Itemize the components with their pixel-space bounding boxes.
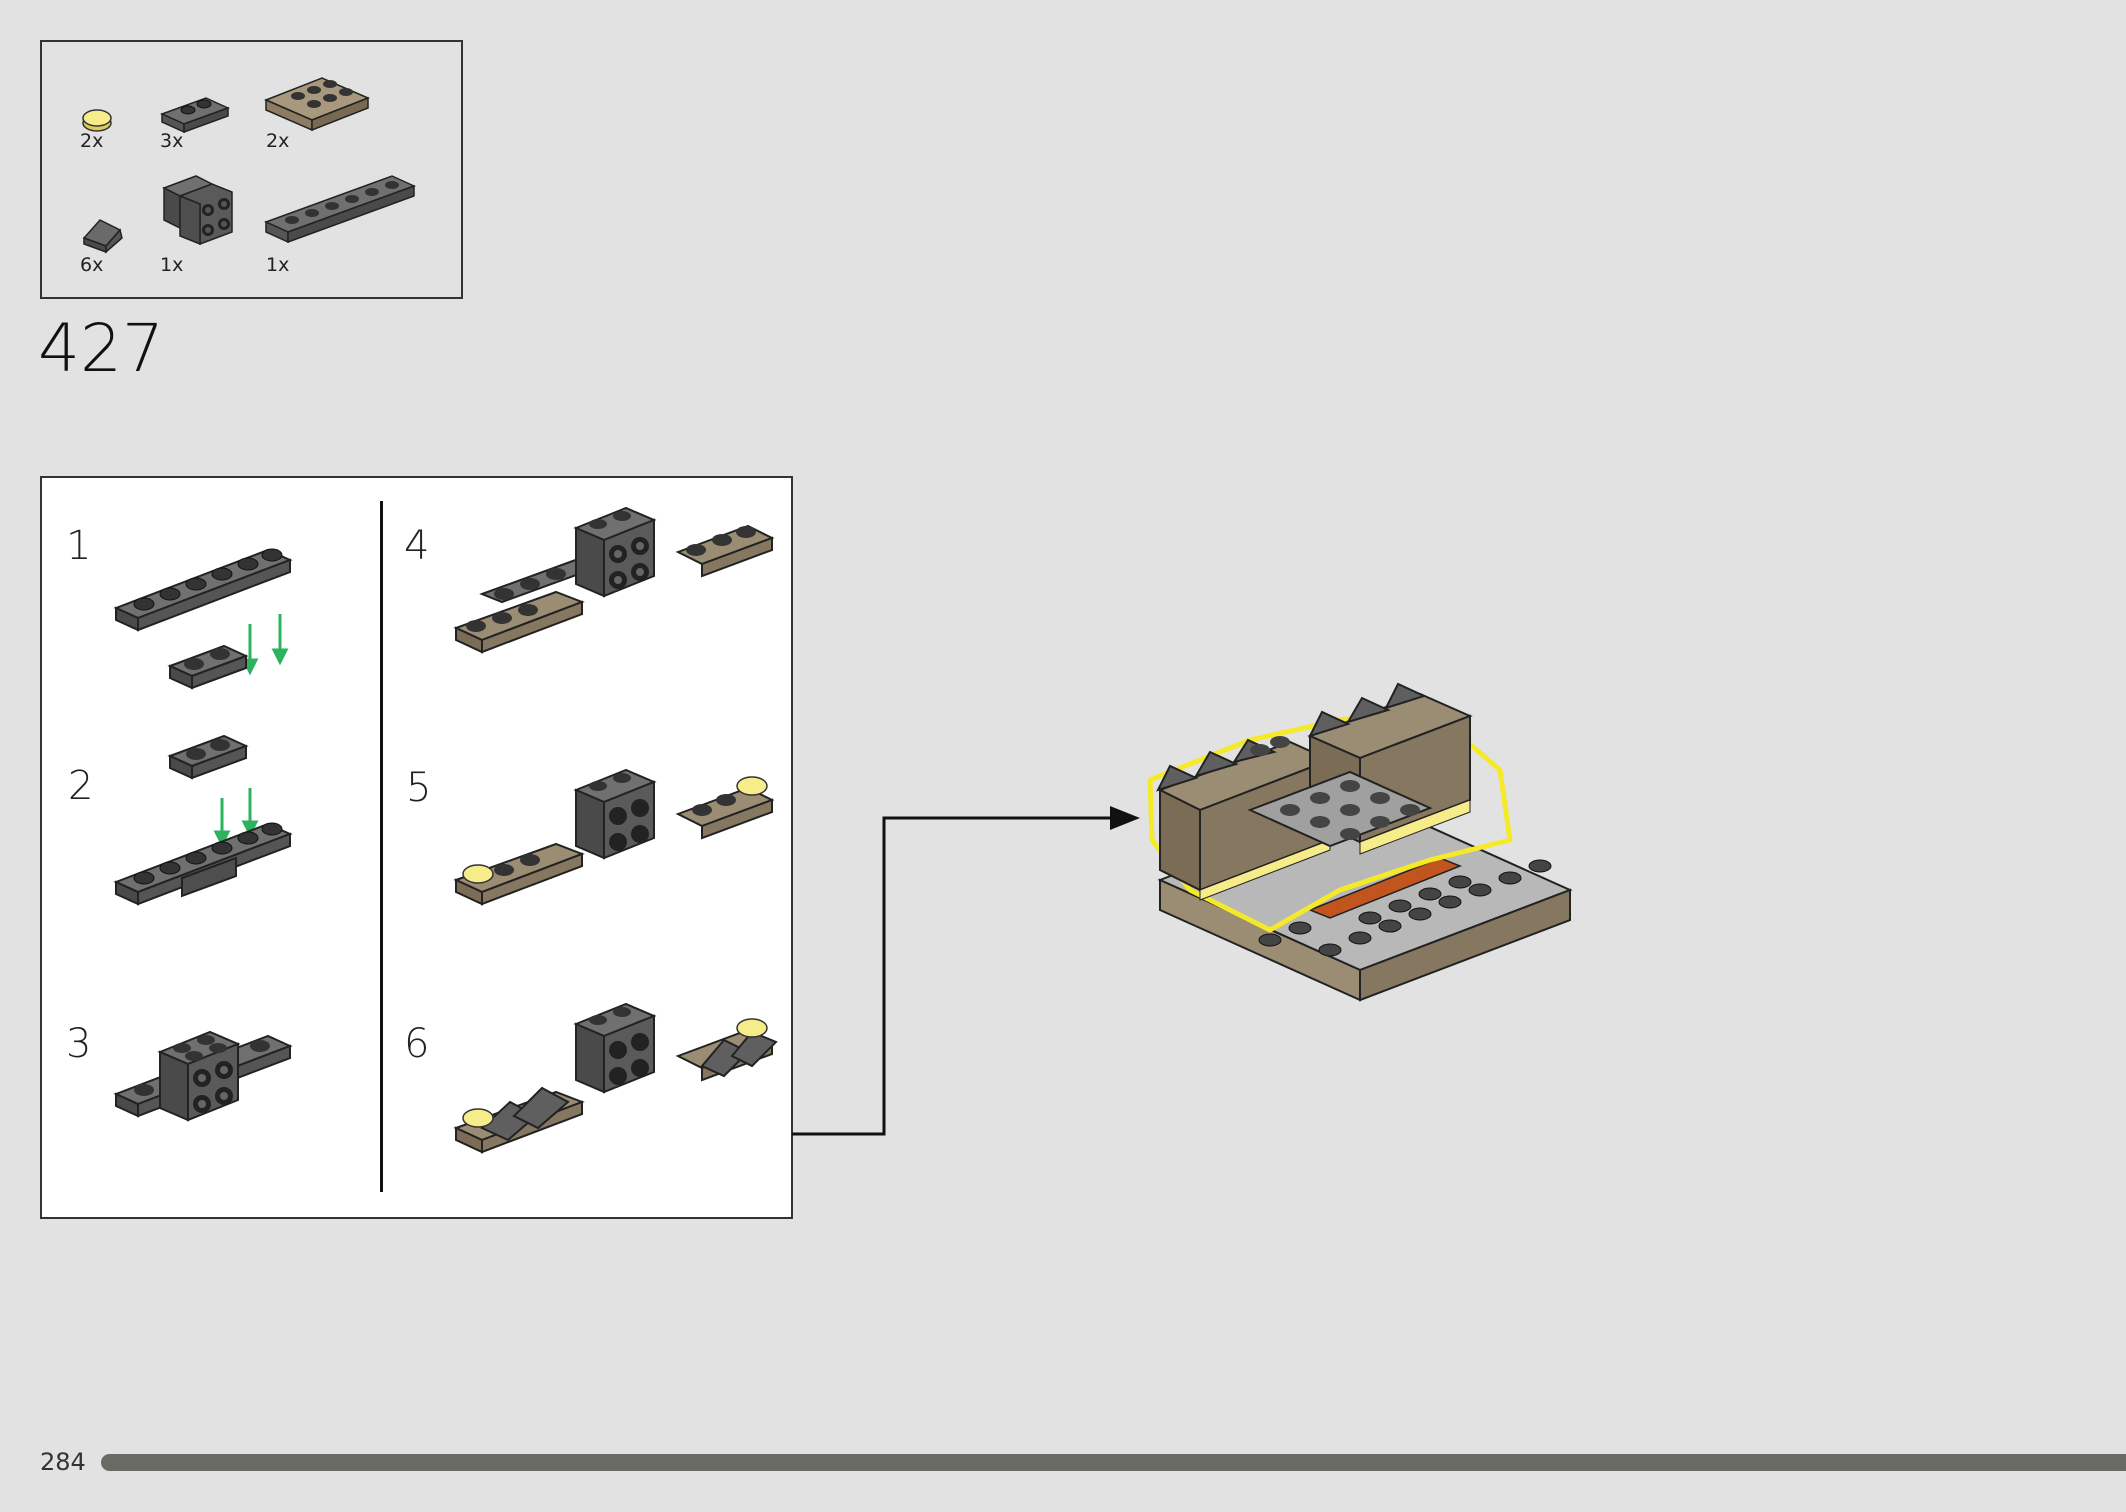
substep-number: 6 — [404, 1021, 430, 1067]
step-number: 427 — [38, 310, 164, 387]
part-count: 6x — [80, 254, 104, 276]
part-count: 1x — [160, 254, 184, 276]
substep-6-illustration — [453, 1002, 778, 1154]
connector-arrow-icon — [792, 806, 1140, 1136]
substep-number: 1 — [66, 523, 92, 569]
part-count: 3x — [160, 130, 184, 152]
main-model-illustration — [1147, 682, 1573, 1002]
bracket-2x2-dark-gray-icon — [162, 175, 233, 246]
parts-list-box: 2x 3x 2x 6x 1x — [40, 40, 463, 299]
plate-1x2-dark-gray-icon — [160, 97, 230, 134]
substep-number: 5 — [406, 765, 432, 811]
plate-2x3-tan-icon — [264, 77, 370, 132]
substep-1-illustration — [113, 548, 293, 690]
page-progress-bar — [101, 1454, 2126, 1471]
substep-2-illustration — [113, 734, 293, 906]
round-tile-yellow-icon — [82, 109, 112, 132]
sub-assembly-panel: 1 2 3 4 5 6 — [40, 476, 793, 1219]
green-arrow-icon — [241, 614, 289, 676]
green-arrow-icon — [213, 788, 259, 848]
substep-5-illustration — [453, 768, 775, 906]
part-count: 2x — [80, 130, 104, 152]
slope-icon — [480, 1030, 778, 1142]
substep-4-illustration — [453, 506, 775, 654]
substep-number: 3 — [66, 1021, 92, 1067]
panel-divider — [380, 501, 383, 1192]
slope-dark-gray-icon — [82, 219, 123, 254]
plate-1x6-dark-gray-icon — [264, 175, 416, 244]
substep-number: 4 — [404, 523, 430, 569]
substep-number: 2 — [68, 763, 94, 809]
substep-3-illustration — [113, 1030, 293, 1122]
part-count: 1x — [266, 254, 290, 276]
page-number: 284 — [40, 1448, 86, 1476]
part-count: 2x — [266, 130, 290, 152]
